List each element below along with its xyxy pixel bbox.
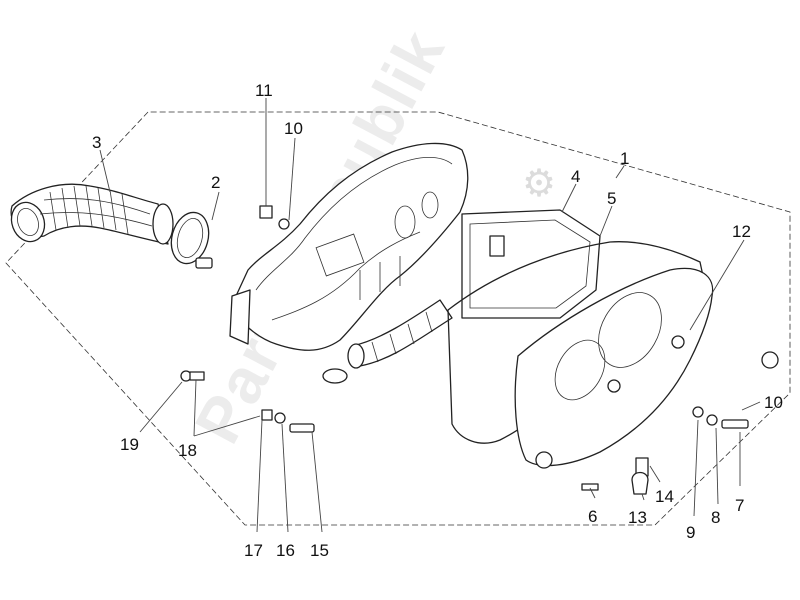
part-18-bolt <box>189 371 205 381</box>
callout-12: 12 <box>732 222 751 241</box>
airbox-housing <box>229 142 469 351</box>
callout-2: 2 <box>211 173 220 192</box>
part-6-screw <box>581 483 599 491</box>
callout-7: 7 <box>735 496 744 515</box>
callout-10-right: 10 <box>764 393 783 412</box>
part-16-washer <box>274 412 286 424</box>
part-10-washer-top <box>278 218 290 230</box>
callout-4: 4 <box>571 167 580 186</box>
callout-8: 8 <box>711 508 720 527</box>
part-9-spacer <box>692 406 704 418</box>
leader-lines <box>99 98 761 533</box>
callout-10-top: 10 <box>284 119 303 138</box>
part-2-hose-clamp <box>170 211 213 269</box>
callout-6: 6 <box>588 507 597 526</box>
callout-18: 18 <box>178 441 197 460</box>
callout-19: 19 <box>120 435 139 454</box>
part-7-screw <box>721 419 749 429</box>
part-8-washer <box>706 414 718 426</box>
callout-3: 3 <box>92 133 101 152</box>
callout-9: 9 <box>686 523 695 542</box>
callout-1: 1 <box>620 149 629 168</box>
assembly-outline <box>5 111 791 526</box>
part-11-clip <box>259 205 273 219</box>
part-17-spacer <box>261 409 273 421</box>
callout-15: 15 <box>310 541 329 560</box>
part-15-screw <box>289 423 315 433</box>
callout-labels: 1 2 3 4 5 6 7 8 9 10 10 11 12 13 14 15 1… <box>92 81 783 560</box>
part-13-drain-cap <box>631 471 649 495</box>
callout-14: 14 <box>655 487 674 506</box>
part-12-airbox-cover <box>514 267 714 469</box>
callout-17: 17 <box>244 541 263 560</box>
callout-16: 16 <box>276 541 295 560</box>
callout-5: 5 <box>607 189 616 208</box>
gear-icon: ⚙ <box>522 163 557 205</box>
small-parts <box>180 205 779 495</box>
part-3-intake-hose <box>10 183 174 245</box>
callout-13: 13 <box>628 508 647 527</box>
airbox-duct <box>322 299 453 384</box>
callout-11: 11 <box>255 81 273 100</box>
part-10-washer-right <box>761 351 779 369</box>
